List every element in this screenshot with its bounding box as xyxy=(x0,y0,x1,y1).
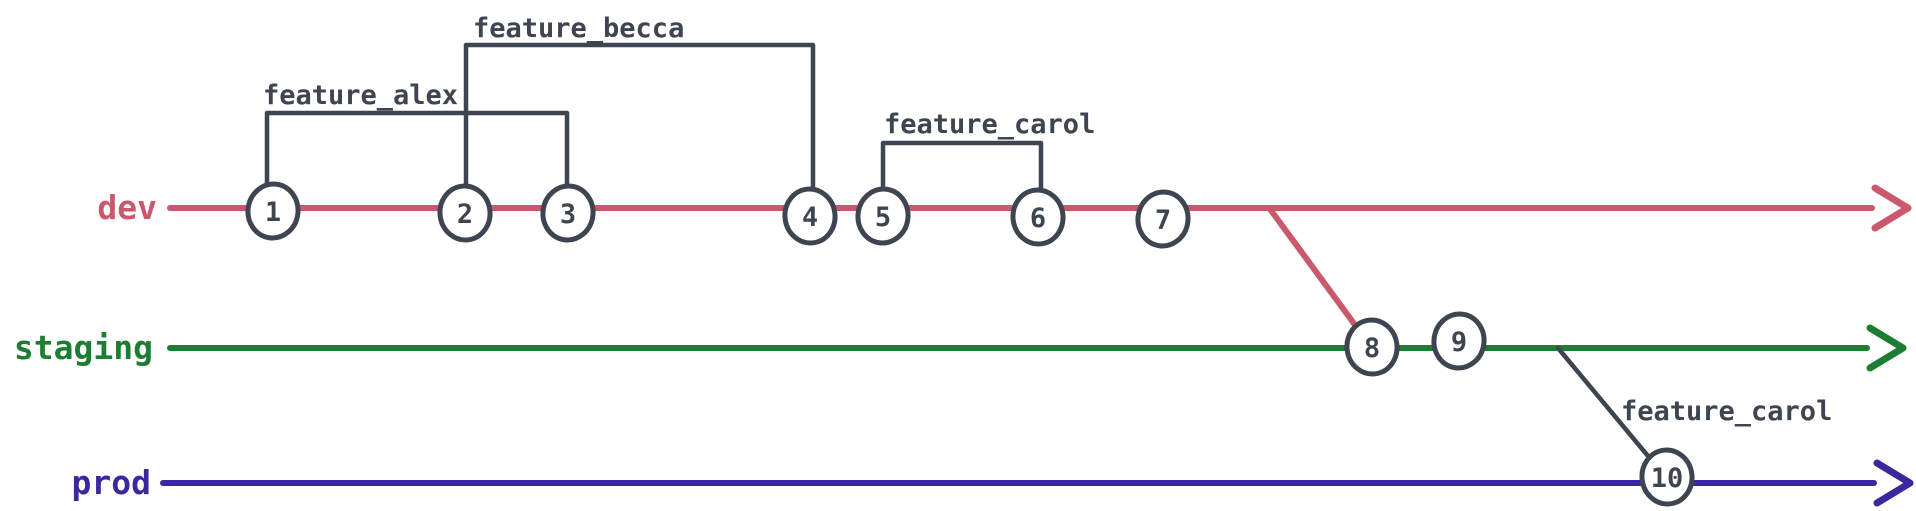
commit-circle xyxy=(1431,311,1487,371)
feature-branch-bracket-feature_alex xyxy=(264,110,570,191)
commit-number: 3 xyxy=(560,199,576,230)
commit-number: 1 xyxy=(265,197,281,228)
commit-number: 2 xyxy=(457,199,473,230)
commit-number: 8 xyxy=(1364,333,1380,364)
commit-node-6: 6 xyxy=(1010,187,1066,247)
merge-edge-dev-to-staging xyxy=(1267,206,1361,332)
commit-number: 5 xyxy=(875,202,891,233)
commit-node-3: 3 xyxy=(540,183,596,243)
arrowhead-icon-prod xyxy=(1873,459,1914,507)
commit-node-8: 8 xyxy=(1344,317,1400,377)
commit-number: 9 xyxy=(1451,327,1467,358)
feature-branch-label: feature_alex xyxy=(263,80,458,111)
commit-circle xyxy=(540,183,596,243)
branch-label-staging: staging xyxy=(14,328,153,367)
commit-circle xyxy=(855,186,911,246)
commit-number: 7 xyxy=(1155,205,1171,236)
merge-edge-staging-to-prod xyxy=(1555,345,1651,459)
commit-circle xyxy=(437,183,493,243)
commit-circle xyxy=(245,181,301,241)
commit-number: 10 xyxy=(1651,463,1684,494)
arrowhead-icon-staging xyxy=(1866,324,1907,372)
commit-number: 6 xyxy=(1030,203,1046,234)
merge-edge-label: feature_carol xyxy=(1621,396,1832,427)
commit-node-9: 9 xyxy=(1431,311,1487,371)
commit-node-7: 7 xyxy=(1135,189,1191,249)
commit-node-2: 2 xyxy=(437,183,493,243)
arrowhead-icon-dev xyxy=(1871,184,1912,232)
feature-branch-label: feature_carol xyxy=(884,109,1095,140)
commit-number: 4 xyxy=(802,202,818,233)
feature-branch-bracket-feature_carol xyxy=(880,140,1044,194)
commit-node-1: 1 xyxy=(245,181,301,241)
feature-branch-bracket-feature_becca xyxy=(463,42,816,193)
branch-label-prod: prod xyxy=(72,463,151,502)
commit-node-4: 4 xyxy=(782,186,838,246)
commit-circle xyxy=(782,186,838,246)
commit-circle xyxy=(1639,447,1695,507)
commit-circle xyxy=(1010,187,1066,247)
commit-circle xyxy=(1135,189,1191,249)
branch-label-dev: dev xyxy=(97,188,157,227)
commit-node-10: 10 xyxy=(1639,447,1695,507)
commit-circle xyxy=(1344,317,1400,377)
commit-node-5: 5 xyxy=(855,186,911,246)
feature-branch-label: feature_becca xyxy=(473,13,684,44)
